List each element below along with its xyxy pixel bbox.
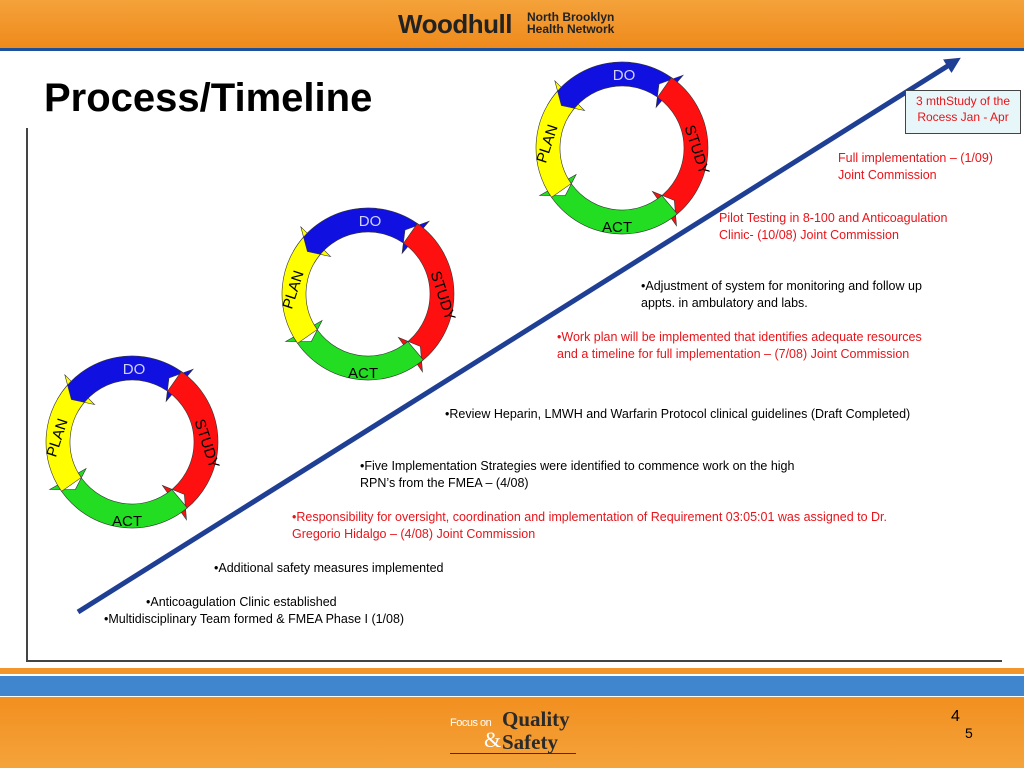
- act-arrow: [284, 319, 424, 381]
- act-label: ACT: [112, 513, 142, 530]
- study-arrow: [161, 371, 219, 521]
- plan-arrow: [281, 225, 332, 344]
- header-band: [0, 0, 1024, 48]
- header-divider: [0, 48, 1024, 51]
- logo-focus-on: Focus on: [450, 717, 492, 729]
- timeline-item-text-cont: appts. in ambulatory and labs.: [641, 296, 808, 310]
- timeline-item-text-cont: RPN’s from the FMEA – (4/08): [360, 476, 529, 490]
- do-arrow: [57, 355, 195, 412]
- callout-line1: 3 mthStudy of the: [915, 94, 1011, 108]
- timeline-item-text-cont: and a timeline for full implementation –…: [557, 347, 910, 361]
- timeline-arrow: [76, 57, 961, 615]
- study-callout-box: 3 mthStudy of the Rocess Jan - Apr: [905, 90, 1021, 134]
- page-number-a: 4: [951, 708, 960, 725]
- timeline-item-9: Pilot Testing in 8-100 and Anticoagulati…: [719, 210, 947, 244]
- logo-quality: Quality: [502, 707, 570, 731]
- timeline-item-text: •Responsibility for oversight, coordinat…: [292, 510, 887, 524]
- logo-safety: Safety: [502, 730, 558, 754]
- logo-network-line1: North Brooklyn: [527, 10, 615, 24]
- focus-quality-safety-logo: Focus on Quality & Safety: [448, 707, 578, 754]
- timeline-item-text: •Anticoagulation Clinic established: [146, 595, 337, 609]
- study-arrow: [397, 223, 455, 373]
- pdsa-cycles: DOSTUDYACTPLANDOSTUDYACTPLANDOSTUDYACTPL…: [43, 61, 712, 530]
- logo-ampersand: &: [484, 727, 502, 752]
- timeline-item-4: •Responsibility for oversight, coordinat…: [292, 509, 887, 543]
- study-arrow: [651, 77, 709, 227]
- timeline-item-text: Full implementation – (1/09): [838, 151, 993, 165]
- timeline-item-text-cont: Gregorio Hidalgo – (4/08) Joint Commissi…: [292, 527, 536, 541]
- timeline-item-1: •Multidisciplinary Team formed & FMEA Ph…: [104, 611, 404, 628]
- timeline-item-5: •Five Implementation Strategies were ide…: [360, 458, 794, 492]
- timeline-item-text-cont: Joint Commission: [838, 168, 937, 182]
- page-number-b: 5: [965, 725, 973, 741]
- act-label: ACT: [348, 365, 378, 382]
- timeline-item-text: •Adjustment of system for monitoring and…: [641, 279, 922, 293]
- do-label: DO: [359, 213, 382, 230]
- timeline-item-text: Pilot Testing in 8-100 and Anticoagulati…: [719, 211, 948, 225]
- timeline-item-text: •Work plan will be implemented that iden…: [557, 330, 922, 344]
- timeline-item-2: •Anticoagulation Clinic established: [146, 594, 337, 611]
- do-arrow: [293, 207, 431, 264]
- timeline-item-text-cont: Clinic- (10/08) Joint Commission: [719, 228, 899, 242]
- footer-stripe-blue: [0, 676, 1024, 696]
- timeline-item-8: •Adjustment of system for monitoring and…: [641, 278, 922, 312]
- act-arrow: [538, 173, 678, 235]
- timeline-item-text: •Multidisciplinary Team formed & FMEA Ph…: [104, 612, 405, 626]
- act-arrow: [48, 467, 188, 529]
- timeline-item-10: Full implementation – (1/09) Joint Commi…: [838, 150, 993, 184]
- plan-arrow: [45, 373, 96, 492]
- timeline-item-text: •Review Heparin, LMWH and Warfarin Proto…: [445, 407, 911, 421]
- horizontal-axis: [26, 660, 1002, 662]
- timeline-item-text: •Five Implementation Strategies were ide…: [360, 459, 795, 473]
- act-label: ACT: [602, 219, 632, 236]
- do-label: DO: [613, 67, 636, 84]
- plan-arrow: [535, 79, 586, 198]
- footer-stripe-orange: [0, 668, 1024, 674]
- slide-title: Process/Timeline: [44, 76, 373, 120]
- timeline-item-3: •Additional safety measures implemented: [214, 560, 444, 577]
- timeline-item-7: •Work plan will be implemented that iden…: [557, 329, 922, 363]
- timeline-item-text: •Additional safety measures implemented: [214, 561, 444, 575]
- callout-line2: Rocess Jan - Apr: [917, 110, 1009, 124]
- footer-band: [0, 697, 1024, 768]
- do-label: DO: [123, 361, 146, 378]
- timeline-item-6: •Review Heparin, LMWH and Warfarin Proto…: [445, 406, 910, 423]
- vertical-axis: [26, 128, 28, 662]
- logo-brand: Woodhull: [398, 9, 512, 39]
- do-arrow: [547, 61, 685, 118]
- logo-underline: [450, 753, 576, 754]
- logo-network-line2: Health Network: [527, 22, 615, 36]
